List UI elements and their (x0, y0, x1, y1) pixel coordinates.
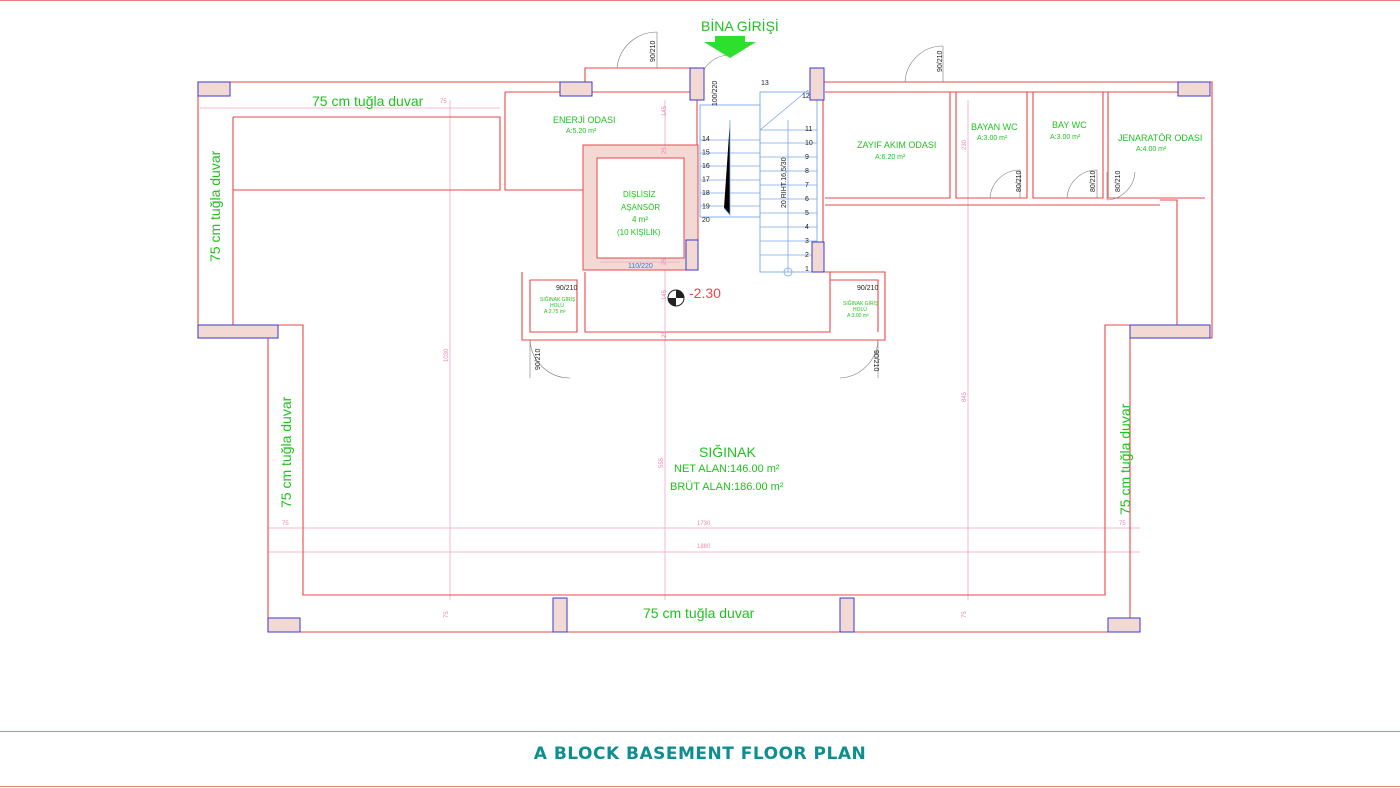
footer-separator-bottom (0, 786, 1400, 787)
room-jenerator-name: JENARATÖR ODASI (1118, 133, 1202, 143)
dim-1730: 1730 (697, 521, 711, 527)
door-label-hol-left: 90/210 (556, 285, 578, 292)
room-elevator-name1: DİŞLİSİZ (623, 190, 656, 199)
entrance-arrow-icon (704, 36, 756, 58)
plan-title: A BLOCK BASEMENT FLOOR PLAN (533, 744, 867, 764)
dim-75-left: 75 (282, 521, 289, 527)
dim-75-right: 75 (1119, 521, 1126, 527)
elevator-shaft (582, 144, 699, 271)
door-label-jenerator: 80/210 (1115, 170, 1122, 192)
stair-step-number: 16 (702, 163, 710, 170)
outer-walls (197, 67, 1213, 633)
room-hol-right-line2: HOLÜ (853, 306, 867, 313)
room-zayif-area: A:6.20 m² (875, 154, 906, 161)
room-jenerator-area: A:4.00 m² (1136, 146, 1167, 153)
stair-step-top-left: 13 (761, 80, 769, 87)
columns (197, 67, 1211, 633)
dim-1030: 1030 (444, 348, 450, 362)
room-bay-area: A:3.00 m² (1050, 134, 1081, 141)
level-label: -2.30 (689, 285, 721, 301)
door-label-zayif: 90/210 (937, 50, 944, 72)
door-label-entrance: 90/210 (650, 40, 657, 62)
stair-label: 20 RIHT.16,5/30 (781, 157, 788, 208)
room-zayif-name: ZAYIF AKIM ODASI (857, 140, 936, 150)
room-elevator-name2: AŞANSÖR (621, 203, 660, 212)
door-label-hol-left-out: 90/210 (535, 348, 542, 370)
footer-separator-top (0, 731, 1400, 732)
room-hol-left-area: A:2.75 m² (544, 309, 566, 315)
door-label-hol-right-out: 90/210 (872, 350, 879, 372)
room-bayan-name: BAYAN WC (971, 122, 1018, 132)
stair-step-number: 3 (805, 238, 809, 245)
dim-25-c: 25 (662, 331, 668, 338)
stair-step-number: 1 (805, 266, 809, 273)
wall-label-left-lower: 75 cm tuğla duvar (278, 396, 294, 508)
wall-label-right-lower: 75 cm tuğla duvar (1117, 403, 1133, 515)
door-label-stair: 100/220 (712, 81, 719, 106)
stair-step-number: 10 (805, 140, 813, 147)
top-border-line (0, 0, 1400, 1)
room-siginak-name: SIĞINAK (699, 444, 756, 460)
dim-75-bottom-right: 75 (962, 611, 968, 618)
stair-step-number: 11 (805, 126, 812, 133)
dim-25-a: 25 (662, 147, 668, 154)
room-hol-right-line1: SIĞINAK GİRİŞ (843, 300, 879, 307)
stair-step-number: 8 (805, 168, 809, 175)
entrance-label: BİNA GİRİŞİ (701, 17, 779, 34)
room-elevator-capacity: (10 KİŞİLİK) (617, 228, 661, 237)
stair-step-number: 20 (702, 217, 710, 224)
dim-145-b: 145 (662, 289, 668, 300)
dim-845: 845 (962, 391, 968, 402)
stair-steps-right: 11 10 9 8 7 6 5 4 3 2 1 (805, 126, 813, 273)
room-hol-left-line1: SIĞINAK GİRİŞ (540, 296, 576, 303)
stairs (699, 89, 818, 277)
dim-1880: 1880 (697, 544, 711, 550)
stair-step-number: 5 (805, 210, 809, 217)
dim-145: 145 (662, 105, 668, 116)
door-swings (529, 31, 1136, 379)
room-siginak-net: NET ALAN:146.00 m² (674, 463, 780, 475)
level-marker-icon (667, 289, 685, 307)
stair-step-number: 19 (702, 204, 710, 211)
stair-step-number: 6 (805, 196, 809, 203)
room-enerji-name: ENERJİ ODASI (553, 115, 616, 125)
door-label-bay: 80/210 (1090, 170, 1097, 192)
door-label-hol-right: 90/210 (857, 285, 879, 292)
door-label-elevator: 110/220 (628, 263, 653, 270)
stair-steps-left: 14 15 16 17 18 19 20 (702, 136, 710, 224)
room-bayan-area: A:3.00 m² (977, 135, 1008, 142)
stair-core (521, 82, 886, 341)
stair-step-number: 14 (702, 136, 710, 143)
stair-step-number: 9 (805, 154, 809, 161)
wall-label-bottom: 75 cm tuğla duvar (643, 605, 755, 621)
stair-step-number: 15 (702, 150, 710, 157)
stair-step-number: 2 (805, 252, 809, 259)
dim-25-b: 25 (662, 258, 668, 265)
room-hol-right-area: A:3.00 m² (847, 313, 869, 319)
door-label-bayan: 80/210 (1016, 170, 1023, 192)
wall-label-left-upper: 75 cm tuğla duvar (207, 150, 223, 262)
room-bay-name: BAY WC (1052, 120, 1087, 130)
dim-75-bottom-left: 75 (444, 611, 450, 618)
dim-555: 555 (659, 457, 665, 468)
dim-230: 230 (962, 139, 968, 150)
room-elevator-area: 4 m² (632, 215, 648, 224)
dim-75-top: 75 (440, 99, 447, 105)
stair-step-number: 18 (702, 190, 710, 197)
room-hol-left-line2: HOLÜ (550, 302, 564, 309)
dimension-lines (200, 100, 1140, 600)
stair-step-top-right: 12 (802, 93, 810, 100)
wall-label-top: 75 cm tuğla duvar (312, 93, 424, 109)
stair-step-number: 7 (805, 182, 809, 189)
stair-step-number: 4 (805, 224, 809, 231)
room-siginak-brut: BRÜT ALAN:186.00 m² (670, 481, 784, 493)
room-enerji-area: A:5.20 m² (566, 128, 597, 135)
stair-step-number: 17 (702, 177, 710, 184)
